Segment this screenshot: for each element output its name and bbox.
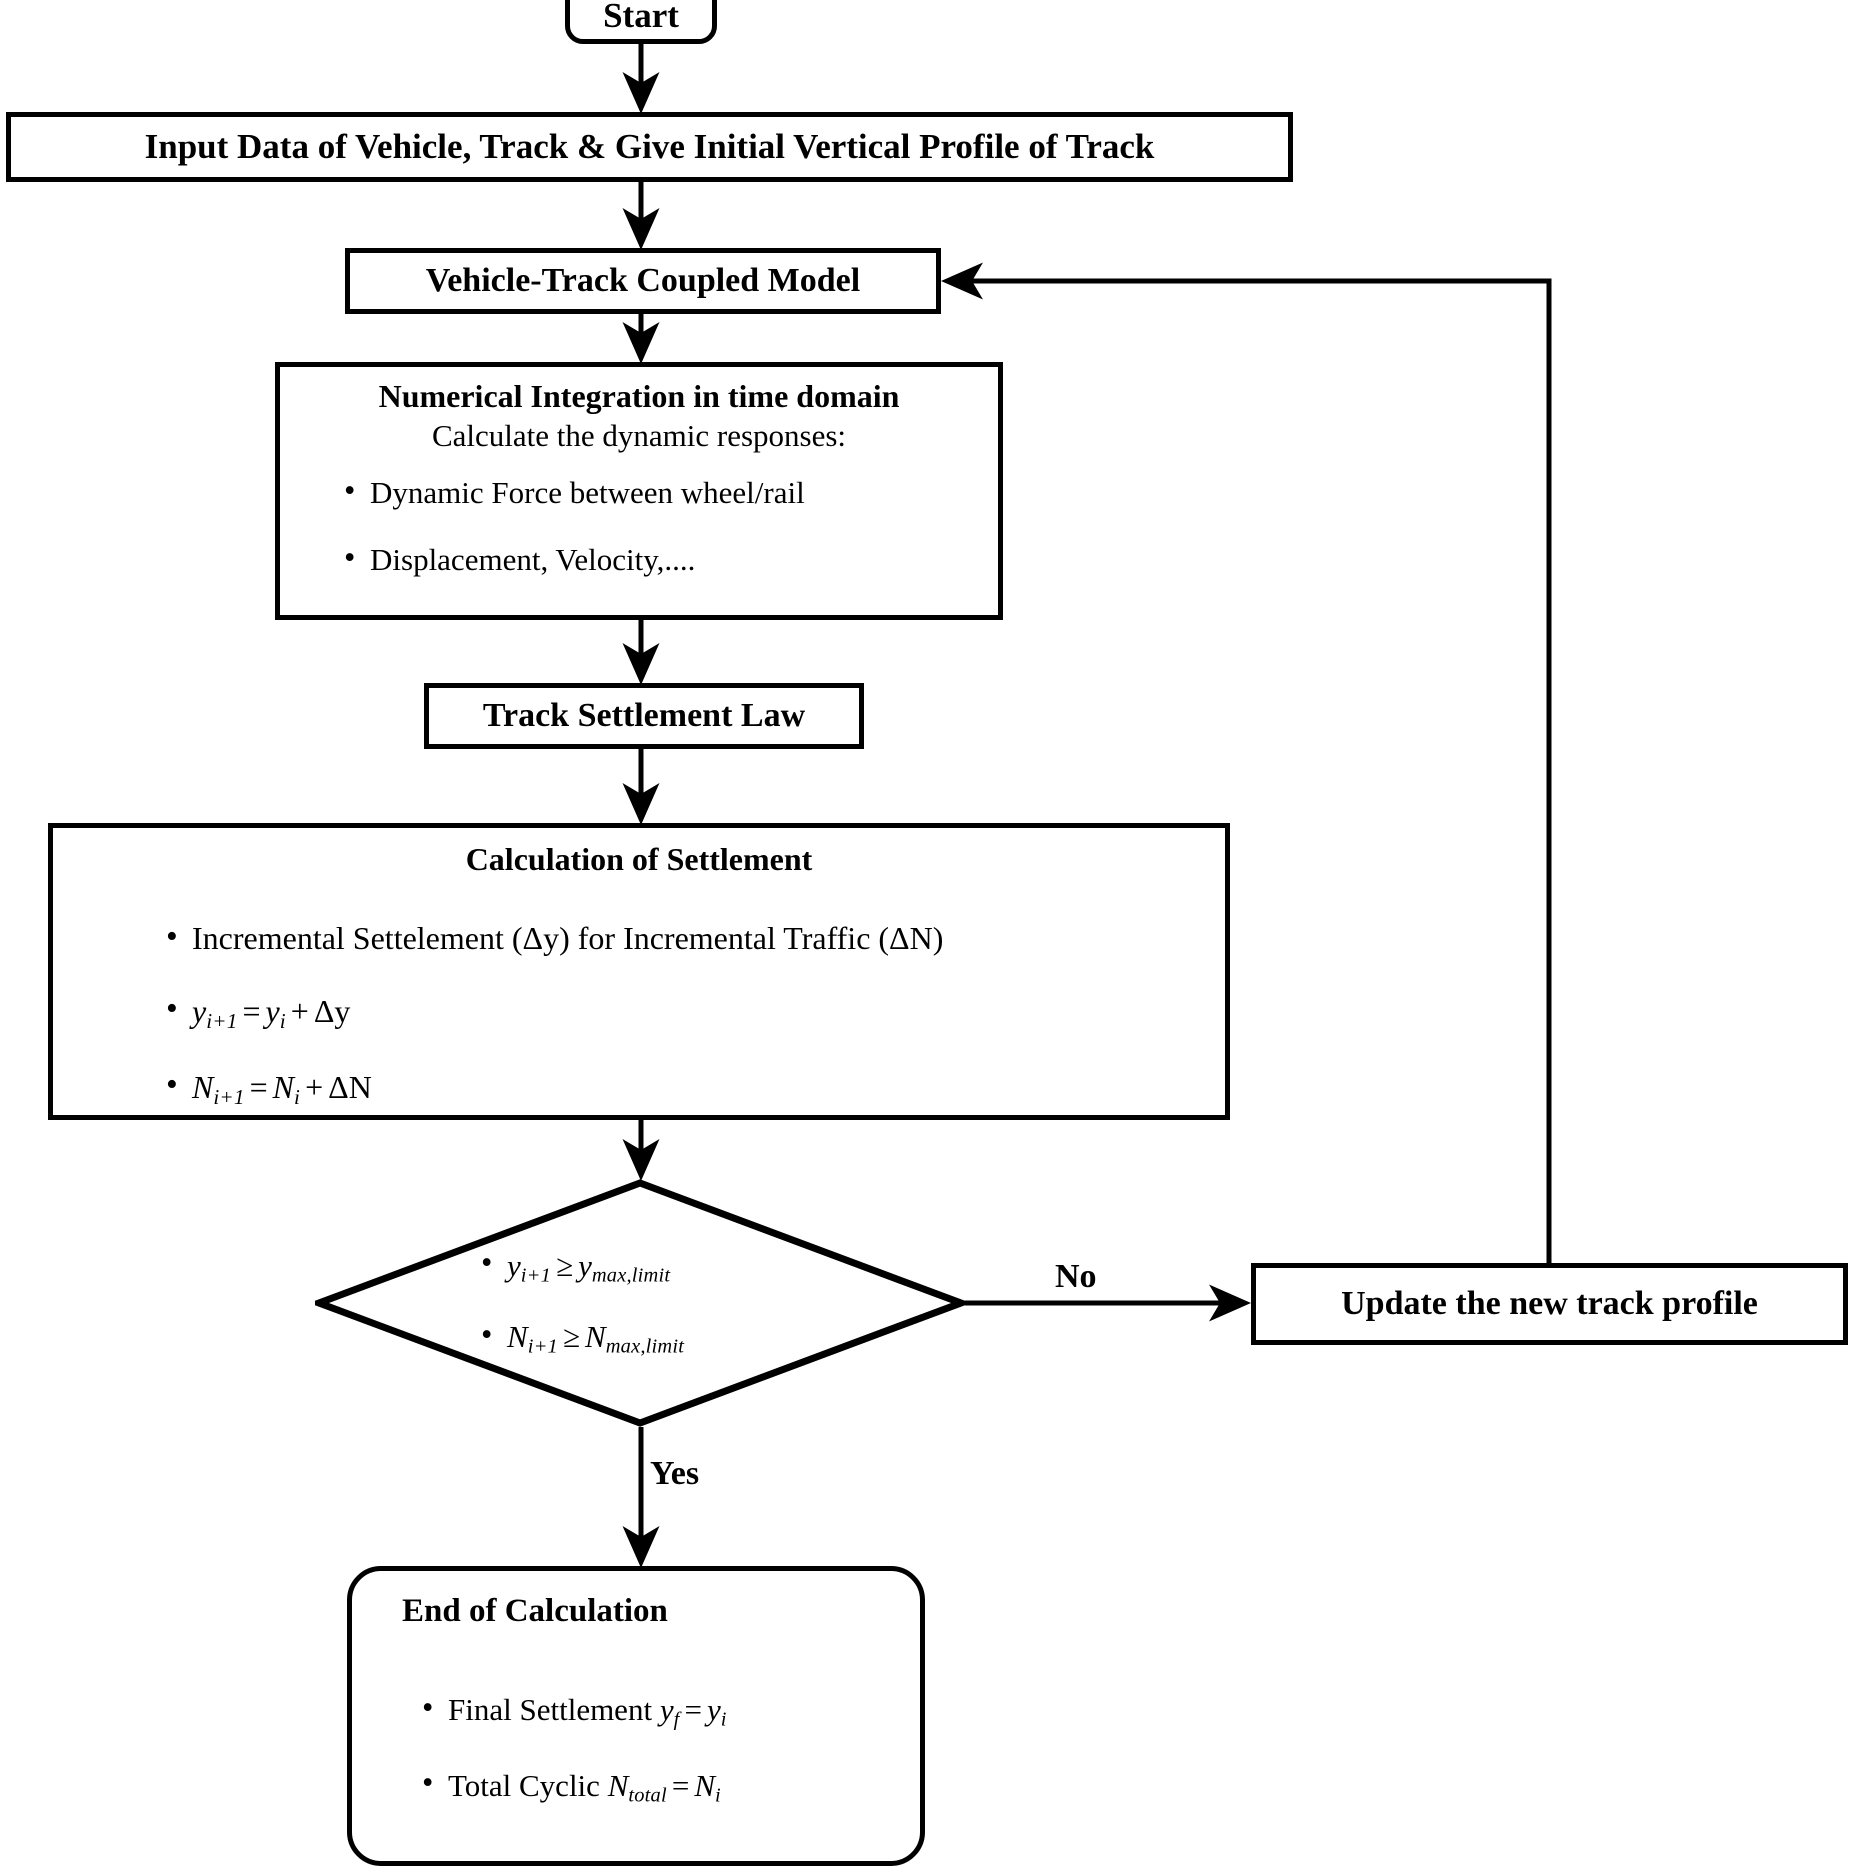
equation-rhs-term1-subscript: i (294, 1084, 301, 1109)
node-update-track-profile[interactable]: Update the new track profile (1251, 1263, 1848, 1345)
condition-lhs: y (507, 1247, 521, 1283)
node-input-data[interactable]: Input Data of Vehicle, Track & Give Init… (6, 112, 1293, 182)
result-lhs-subscript: total (628, 1784, 667, 1807)
edge-label-no: No (1055, 1258, 1097, 1295)
node-numerical-integration[interactable]: Numerical Integration in time domain Cal… (275, 362, 1003, 620)
end-of-calculation-title: End of Calculation (402, 1593, 668, 1629)
condition-rhs: N (585, 1319, 606, 1354)
equation-rhs-term1-subscript: i (279, 1008, 286, 1033)
equation-plus: + (290, 992, 309, 1029)
list-item: Total Cyclic Ntotal=Ni (414, 1764, 920, 1808)
result-rhs-subscript: i (715, 1784, 721, 1807)
node-start[interactable]: Start (565, 0, 717, 44)
node-decision[interactable]: yi+1≥ymax,limit Ni+1≥Nmax,limit (315, 1179, 965, 1427)
list-item: Displacement, Velocity,.... (336, 539, 998, 578)
equation-rhs-term2: ΔN (328, 1068, 372, 1105)
result-label: Total Cyclic (448, 1767, 608, 1803)
result-rhs: N (694, 1767, 716, 1803)
numerical-integration-subtitle: Calculate the dynamic responses: (431, 418, 847, 454)
condition-operator: ≥ (562, 1319, 580, 1354)
update-track-profile-label: Update the new track profile (1341, 1285, 1758, 1323)
bullet-text-mid: ) for Incremental Traffic ( (559, 920, 890, 957)
result-operator: = (684, 1692, 702, 1728)
result-lhs: N (607, 1767, 629, 1803)
numerical-integration-bullets: Dynamic Force between wheel/rail Displac… (280, 472, 998, 608)
input-data-label: Input Data of Vehicle, Track & Give Init… (144, 126, 1155, 166)
edge-label-yes: Yes (650, 1455, 700, 1492)
result-lhs-subscript: f (673, 1709, 680, 1732)
bullet-text-tail: ) (932, 920, 944, 957)
list-item: Dynamic Force between wheel/rail (336, 472, 998, 511)
result-label: Final Settlement (448, 1692, 660, 1728)
list-item: Ni+1=Ni+ΔN (158, 1065, 1225, 1110)
decision-bullets: yi+1≥ymax,limit Ni+1≥Nmax,limit (315, 1244, 965, 1360)
calculation-of-settlement-title: Calculation of Settlement (465, 841, 813, 877)
condition-lhs: N (507, 1319, 528, 1354)
calculation-of-settlement-bullets: Incremental Settelement (Δy) for Increme… (53, 917, 1225, 1144)
equation-rhs-term1: y (265, 992, 280, 1029)
equation-rhs-term1: N (272, 1068, 294, 1105)
vehicle-track-model-label: Vehicle-Track Coupled Model (425, 262, 861, 300)
equation-operator: = (249, 1068, 268, 1105)
condition-rhs-subscript: max,limit (605, 1335, 685, 1358)
node-track-settlement-law[interactable]: Track Settlement Law (424, 683, 864, 749)
result-rhs-subscript: i (720, 1709, 727, 1732)
node-vehicle-track-coupled-model[interactable]: Vehicle-Track Coupled Model (345, 248, 941, 314)
condition-rhs: y (578, 1247, 592, 1283)
start-label: Start (603, 0, 679, 35)
result-lhs: y (659, 1692, 674, 1728)
bullet-text-lead: Incremental Settelement ( (192, 920, 523, 957)
bullet-var-delta-y: Δy (522, 920, 560, 957)
bullet-var-delta-n: ΔN (889, 920, 933, 957)
equation-lhs-subscript: i+1 (206, 1008, 238, 1033)
list-item: yi+1=yi+Δy (158, 989, 1225, 1034)
equation-rhs-term2: Δy (313, 992, 351, 1029)
equation-operator: = (242, 992, 261, 1029)
result-rhs: y (706, 1692, 721, 1728)
list-item: Final Settlement yf=yi (414, 1689, 920, 1732)
node-end-of-calculation[interactable]: End of Calculation Final Settlement yf=y… (347, 1566, 925, 1866)
end-of-calculation-bullets: Final Settlement yf=yi Total Cyclic Ntot… (352, 1689, 920, 1842)
equation-lhs: y (192, 992, 207, 1029)
condition-rhs-subscript: max,limit (591, 1264, 671, 1287)
numerical-integration-title: Numerical Integration in time domain (378, 378, 900, 414)
equation-lhs-subscript: i+1 (213, 1084, 245, 1109)
list-item: yi+1≥ymax,limit (473, 1244, 965, 1288)
equation-plus: + (305, 1068, 324, 1105)
condition-lhs-subscript: i+1 (527, 1335, 558, 1358)
condition-lhs-subscript: i+1 (520, 1264, 552, 1287)
list-item: Ni+1≥Nmax,limit (473, 1316, 965, 1359)
equation-lhs: N (192, 1068, 214, 1105)
track-settlement-law-label: Track Settlement Law (482, 697, 806, 735)
condition-operator: ≥ (556, 1247, 574, 1283)
result-operator: = (671, 1767, 690, 1803)
list-item: Incremental Settelement (Δy) for Increme… (158, 917, 1225, 958)
node-calculation-of-settlement[interactable]: Calculation of Settlement Incremental Se… (48, 823, 1230, 1120)
